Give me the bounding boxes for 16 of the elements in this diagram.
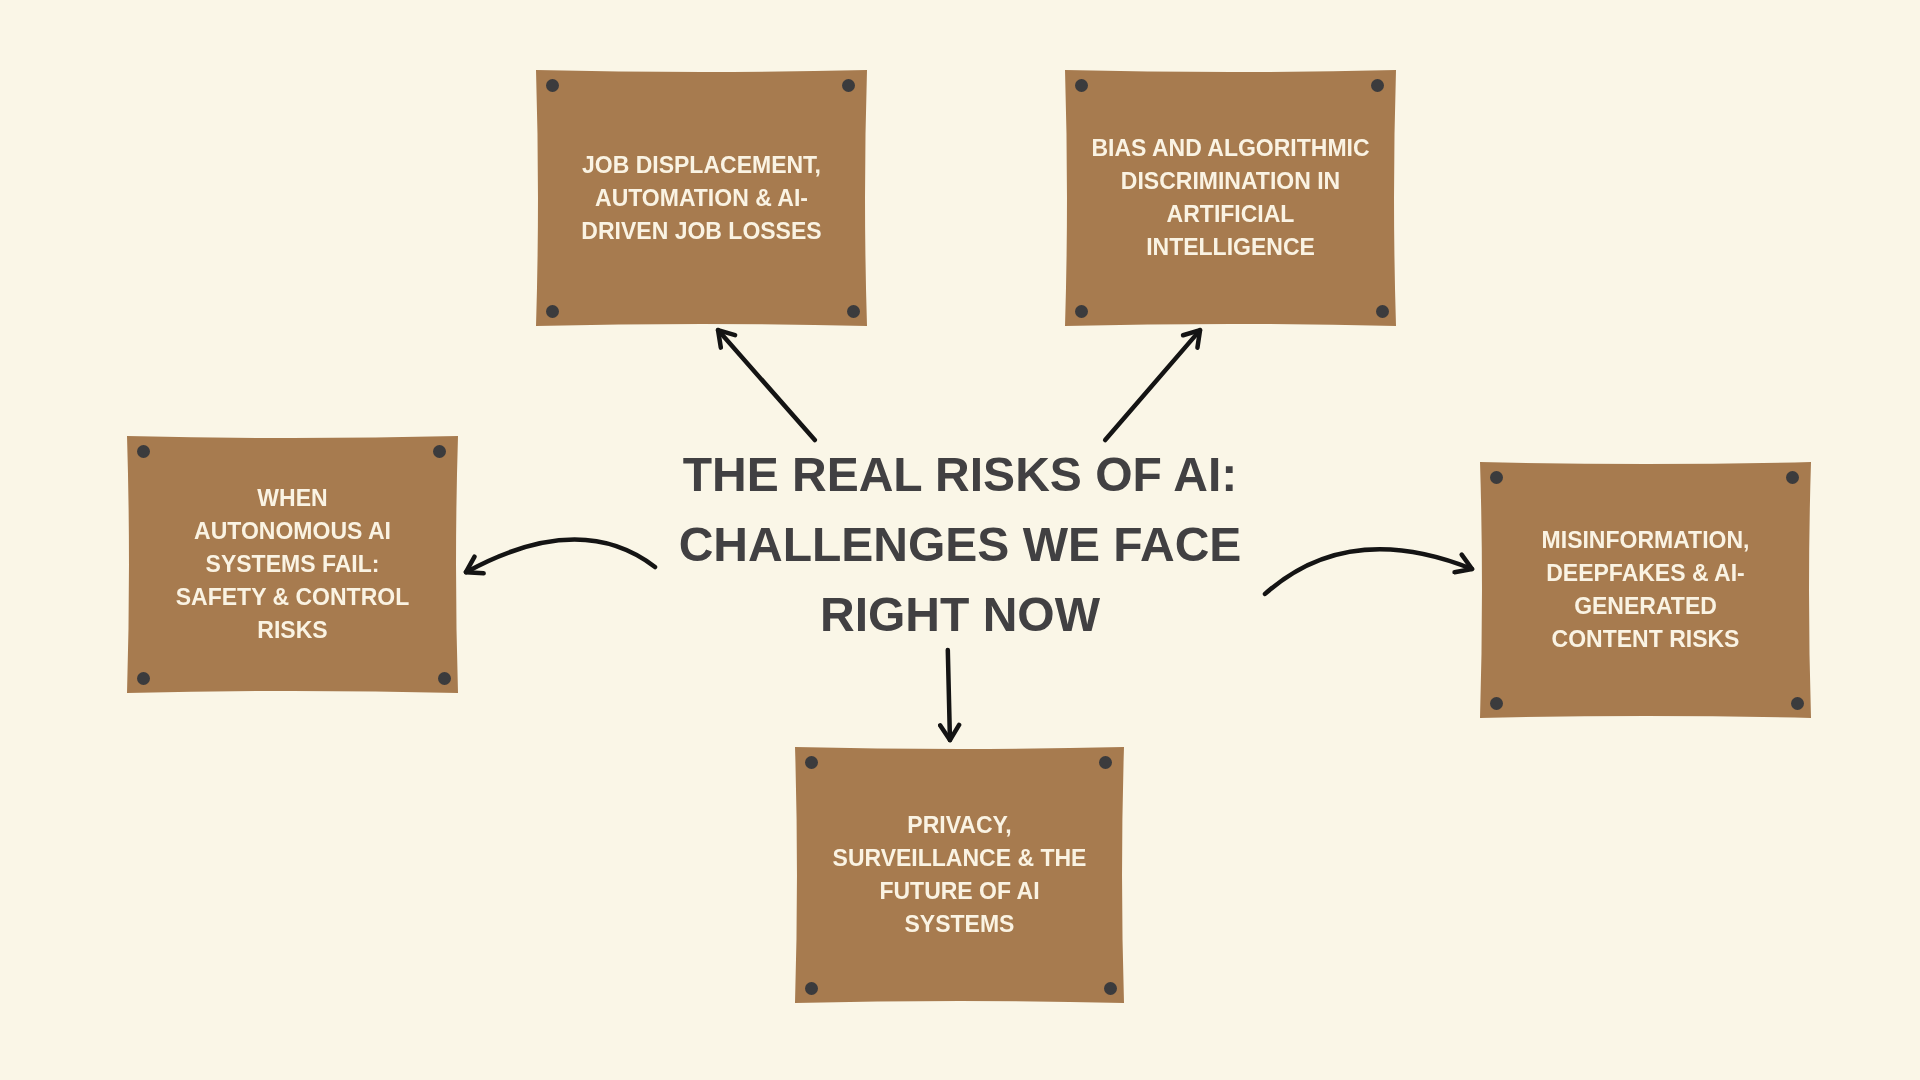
board-label: PRIVACY, SURVEILLANCE & THE FUTURE OF AI SYSTEMS (831, 811, 1088, 939)
title-text: THE REAL RISKS OF AI: CHALLENGES WE FACE RIGHT NOW (677, 447, 1243, 643)
sign-board (536, 70, 867, 326)
board-label: MISINFORMATION, DEEPFAKES & AI-GENERATED CONTENT RISKS (1540, 526, 1751, 654)
arrow (715, 327, 818, 443)
sign-board (795, 747, 1124, 1003)
arrow (937, 647, 962, 743)
arrow (1102, 327, 1203, 443)
sign-board (127, 436, 458, 693)
board-label: BIAS AND ALGORITHMIC DISCRIMINATION IN ARTIFICIAL INTELLIGENCE (1090, 134, 1371, 262)
arrow (1262, 547, 1475, 597)
board-label: WHEN AUTONOMOUS AI SYSTEMS FAIL: SAFETY & CONTROL RISKS (174, 484, 411, 645)
arrow (463, 537, 658, 577)
sign-board (1065, 70, 1396, 326)
sign-board (1480, 462, 1811, 718)
board-label: JOB DISPLACEMENT, AUTOMATION & AI-DRIVEN JOB LOSSES (580, 150, 823, 246)
